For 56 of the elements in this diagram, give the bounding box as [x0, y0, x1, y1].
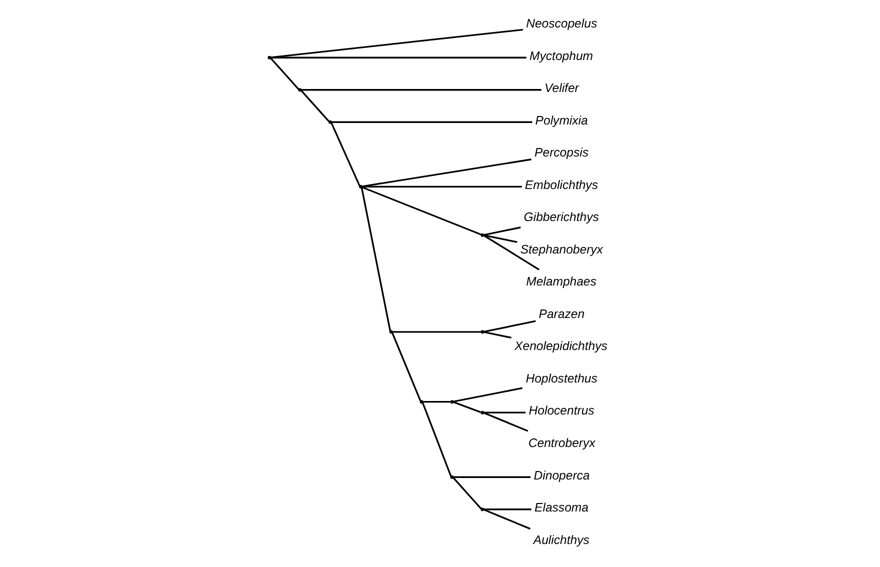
node-point: [480, 508, 484, 512]
connector: [300, 89, 541, 91]
node-point: [388, 330, 392, 334]
connector: [483, 508, 530, 530]
node-text: Aulichthys: [532, 532, 589, 547]
node-text: Hoplostethus: [525, 371, 597, 386]
node-text: Xenolepidichthys: [514, 339, 607, 354]
node-point: [480, 330, 484, 334]
connector: [453, 476, 530, 478]
node-text: Embolichthys: [524, 178, 598, 192]
connector: [360, 188, 390, 331]
node-point: [450, 400, 454, 404]
connector: [452, 387, 522, 402]
connector: [362, 158, 531, 188]
connector: [483, 234, 539, 270]
node-point: [328, 120, 332, 124]
node-text: Velifer: [544, 81, 578, 96]
node-text: Percopsis: [534, 146, 588, 160]
node-point: [298, 88, 302, 92]
connector: [270, 56, 526, 58]
connector: [362, 186, 522, 188]
connector: [483, 226, 520, 236]
connector: [421, 402, 452, 477]
connector: [330, 122, 360, 186]
node-text: Melamphaes: [526, 274, 596, 289]
node-text: Neoscopelus: [526, 16, 597, 30]
node-text: Stephanoberyx: [520, 242, 602, 256]
connector: [391, 332, 421, 402]
connector: [422, 400, 450, 403]
connector: [483, 331, 511, 339]
node-point: [480, 233, 484, 237]
connector: [483, 234, 517, 243]
node-text: Dinoperca: [533, 468, 590, 482]
node-point: [419, 400, 423, 404]
connector: [300, 90, 330, 122]
connector: [452, 477, 482, 510]
connector: [270, 58, 299, 90]
node-text: Elassoma: [534, 500, 588, 515]
connector: [484, 412, 526, 414]
node-text: Holocentrus: [528, 404, 594, 418]
connector: [483, 320, 536, 333]
node-text: Myctophum: [529, 48, 593, 63]
connector: [361, 186, 481, 236]
node-point: [450, 475, 454, 479]
connector: [392, 331, 480, 333]
node-text: Polymixia: [534, 113, 588, 128]
node-point: [480, 410, 484, 414]
node-text: Gibberichthys: [523, 210, 598, 224]
connector: [483, 412, 528, 432]
connector: [331, 121, 532, 123]
node-point: [267, 56, 271, 60]
connector: [452, 401, 480, 413]
node-text: Parazen: [538, 306, 584, 321]
node-point: [358, 184, 362, 188]
connector: [484, 508, 531, 510]
node-text: Centroberyx: [528, 436, 595, 450]
